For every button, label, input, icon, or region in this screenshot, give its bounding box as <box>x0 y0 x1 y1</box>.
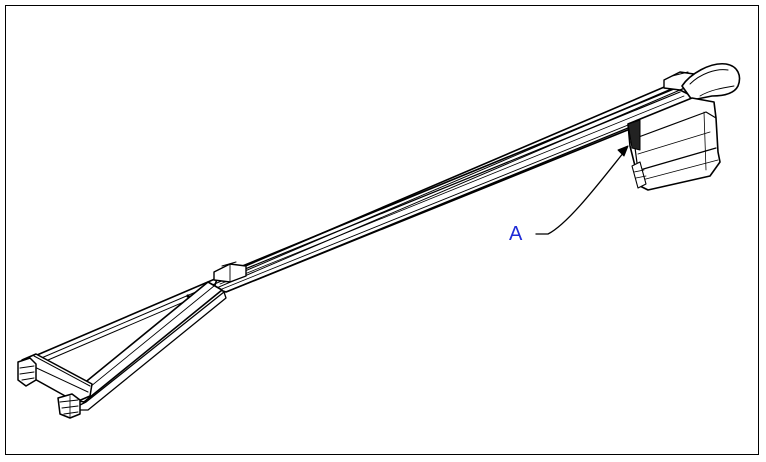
motor-housing <box>627 97 721 191</box>
base-foot-right <box>57 393 81 419</box>
main-rail <box>213 87 693 293</box>
mid-joint-bracket <box>186 261 247 298</box>
end-cap <box>681 63 741 101</box>
base-foot-left <box>17 357 37 387</box>
callout-leader-a <box>535 145 629 235</box>
callout-label-a: A <box>509 223 523 245</box>
upper-cable <box>29 81 681 367</box>
drawing-frame <box>5 5 759 455</box>
